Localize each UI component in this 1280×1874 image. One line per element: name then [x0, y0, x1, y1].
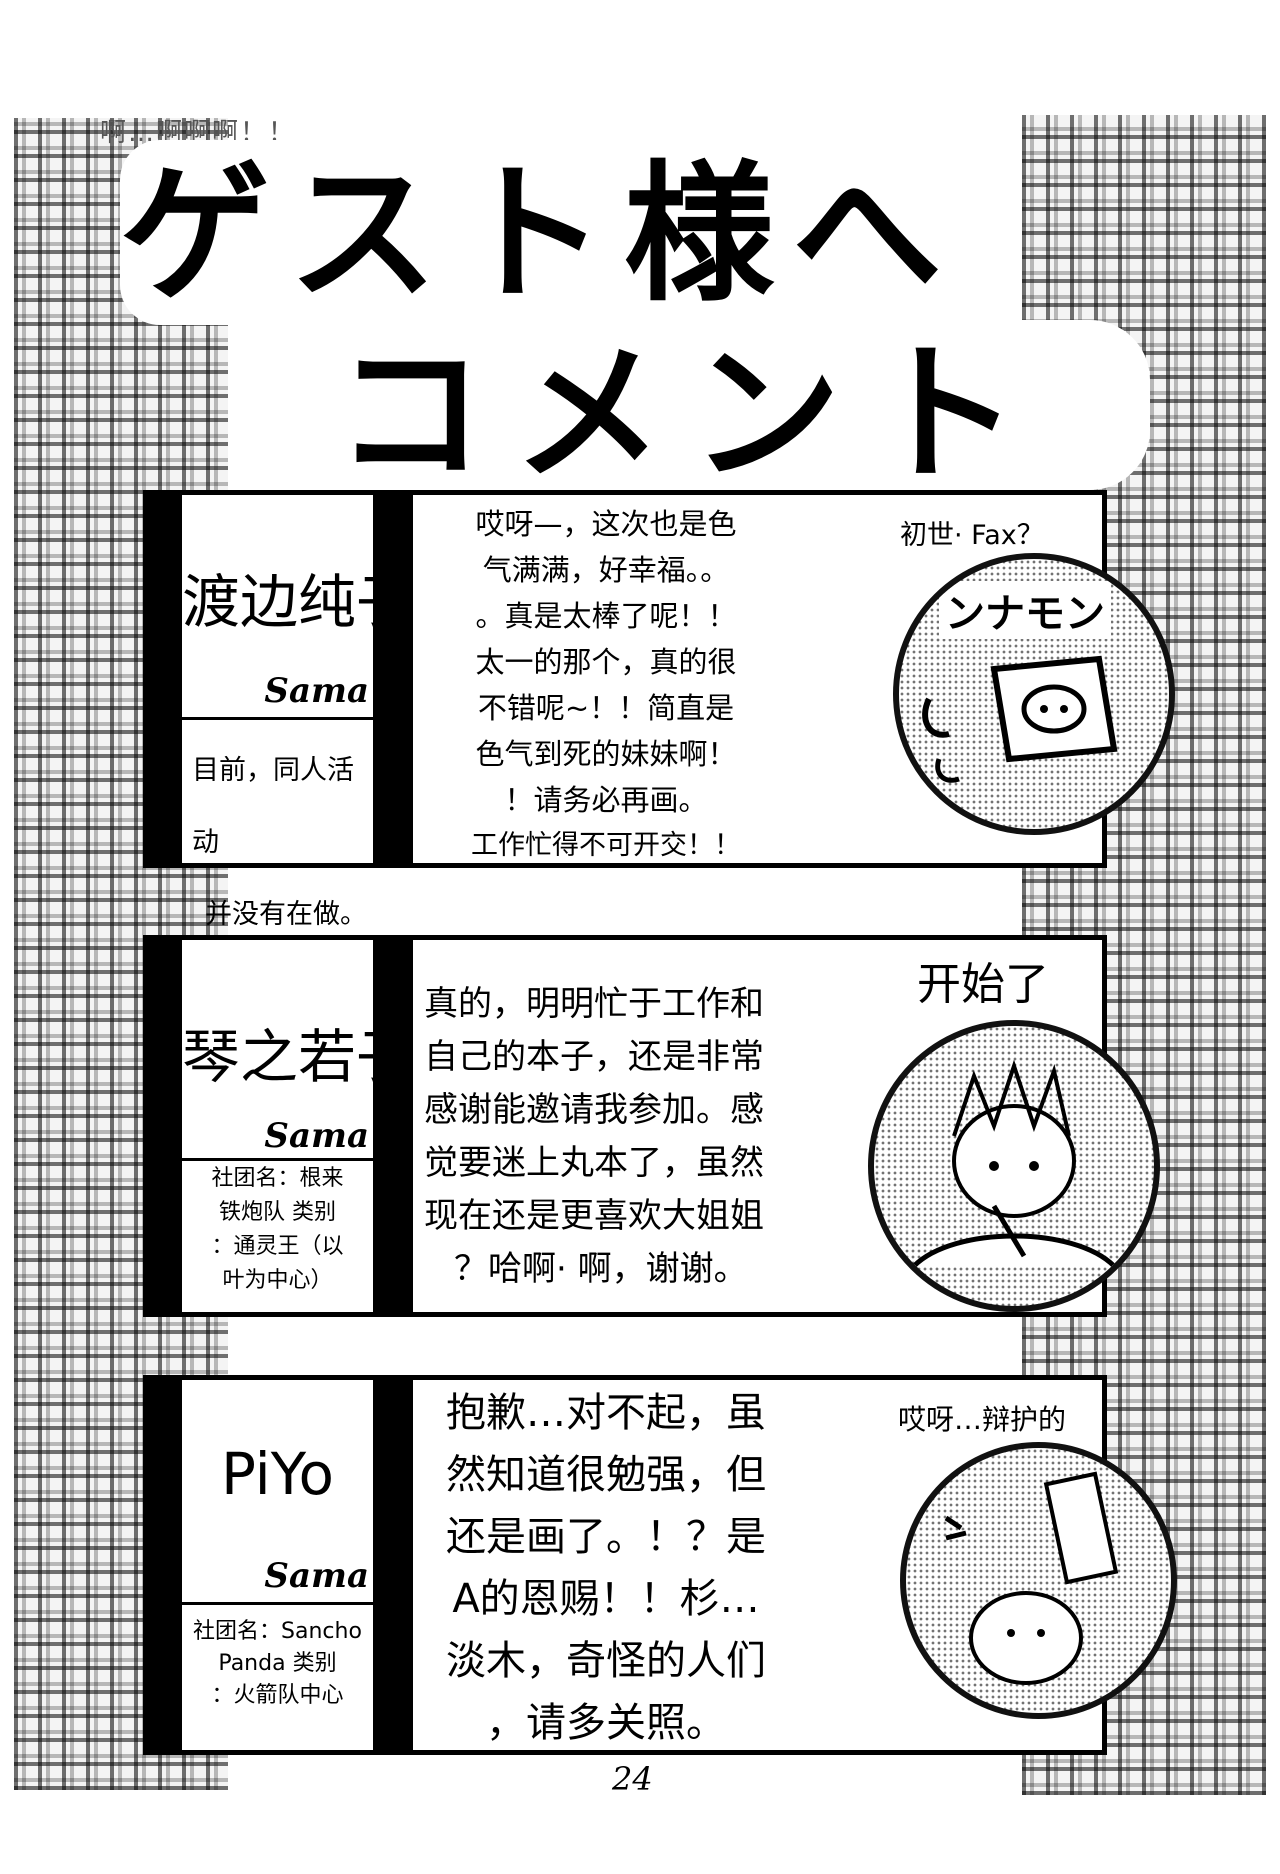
sketch-text: ンナモン — [939, 581, 1111, 639]
comment-line: 太一的那个，真的很 — [475, 645, 737, 679]
guest-note-line: 铁炮队 类别 — [219, 1200, 336, 1225]
comment-line: 工作忙得不可开交！！ — [471, 830, 741, 861]
page-number: 24 — [612, 1760, 653, 1798]
comment-line: 还是画了。！？是 — [446, 1514, 766, 1560]
comment-line: ，请多关照。 — [486, 1700, 726, 1746]
guest-comment: 真的，明明忙于工作和 自己的本子，还是非常 感谢能邀请我参加。感 觉要迷上丸本了… — [416, 978, 824, 1296]
guest-note-line: 社团名：根来 — [211, 1166, 344, 1191]
side-label: 开始了 — [913, 948, 1053, 1012]
guest-note-line: 叶为中心） — [222, 1268, 333, 1293]
guest-note-line: 目前，同人活动 — [192, 755, 354, 858]
comment-line: 真的，明明忙于工作和 — [424, 984, 764, 1024]
page-title: ゲスト様へ — [120, 148, 961, 322]
sketch-illustration — [868, 1020, 1160, 1312]
comment-line: 抱歉…对不起，虽 — [446, 1390, 766, 1436]
sama-signature: Sama — [264, 1116, 369, 1156]
guest-note-line: 并没有在做。 — [205, 899, 367, 930]
girl-doodle-icon — [912, 1059, 1116, 1268]
guest-note-line: Panda 类别 — [218, 1651, 337, 1676]
comment-line: 不错呢~！！简直是 — [477, 691, 735, 725]
comment-line: 现在还是更喜欢大姐姐 — [424, 1196, 764, 1236]
comment-line: 色气到死的妹妹啊！ — [475, 737, 737, 771]
guest-note-line: ：通灵王（以 — [211, 1234, 344, 1259]
comment-line: 自己的本子，还是非常 — [424, 1037, 764, 1077]
guest-name-area: 琴之若子 Sama — [182, 940, 415, 1161]
guest-name: PiYo — [220, 1440, 335, 1508]
comment-line: ？哈啊· 啊，谢谢。 — [454, 1249, 748, 1289]
sketch-illustration — [900, 1442, 1177, 1719]
guest-panel-3: PiYo Sama 社团名：Sancho Panda 类别 ：火箭队中心 抱歉…… — [143, 1375, 1177, 1755]
sama-signature: Sama — [264, 1556, 369, 1596]
guest-note: 目前，同人活动 并没有在做。 — [182, 735, 373, 951]
chibi-doodle-icon — [944, 1471, 1119, 1685]
sama-signature: Sama — [264, 671, 369, 711]
comment-line: 然知道很勉强，但 — [446, 1452, 766, 1498]
guest-name: 渡边纯子 — [182, 568, 415, 636]
comment-line: 气满满，好幸福。。 — [482, 553, 730, 587]
guest-panel-2: 琴之若子 Sama 社团名：根来 铁炮队 类别 ：通灵王（以 叶为中心） 真的，… — [143, 935, 1160, 1317]
sketch-illustration: ンナモン — [893, 553, 1175, 835]
comment-line: 哎呀—，这次也是色 — [475, 507, 737, 541]
guest-name-box: 渡边纯子 Sama 目前，同人活动 并没有在做。 — [148, 495, 415, 930]
guest-note-line: 社团名：Sancho — [193, 1619, 362, 1644]
guest-note: 社团名：根来 铁炮队 类别 ：通灵王（以 叶为中心） — [182, 1162, 373, 1298]
comment-line: 淡木，奇怪的人们 — [446, 1638, 766, 1684]
guest-name-area: PiYo Sama — [182, 1380, 373, 1605]
guest-note: 社团名：Sancho Panda 类别 ：火箭队中心 — [182, 1616, 373, 1712]
guest-note-line: ：火箭队中心 — [211, 1683, 344, 1708]
page-subtitle: コメント — [335, 328, 1048, 502]
guest-name-box: PiYo Sama 社团名：Sancho Panda 类别 ：火箭队中心 — [148, 1380, 413, 1750]
side-label: 初世· Fax？ — [900, 520, 1044, 551]
side-label: 哎呀…辩护的 — [898, 1403, 1067, 1436]
title-backdrop-1 — [120, 140, 1010, 325]
guest-comment: 抱歉…对不起，虽 然知道很勉强，但 还是画了。！？是 A的恩赐！！杉… 淡木，奇… — [416, 1382, 796, 1754]
title-backdrop-2 — [330, 320, 1150, 490]
comment-line: 。真是太棒了呢！！ — [475, 599, 737, 633]
guest-name: 琴之若子 — [182, 1023, 415, 1091]
comment-line: ！请务必再画。 — [504, 783, 708, 817]
comment-line: 感谢能邀请我参加。感 — [424, 1090, 764, 1130]
comment-line: 觉要迷上丸本了，虽然 — [424, 1143, 764, 1183]
guest-name-area: 渡边纯子 Sama — [182, 495, 415, 720]
pig-doodle-icon — [922, 655, 1118, 783]
guest-panel-1: 渡边纯子 Sama 目前，同人活动 并没有在做。 哎呀—，这次也是色 气满满，好… — [143, 490, 1175, 930]
comment-line: A的恩赐！！杉… — [452, 1576, 760, 1622]
guest-name-box: 琴之若子 Sama 社团名：根来 铁炮队 类别 ：通灵王（以 叶为中心） — [148, 940, 415, 1312]
guest-comment: 哎呀—，这次也是色 气满满，好幸福。。 。真是太棒了呢！！ 太一的那个，真的很 … — [416, 501, 796, 869]
